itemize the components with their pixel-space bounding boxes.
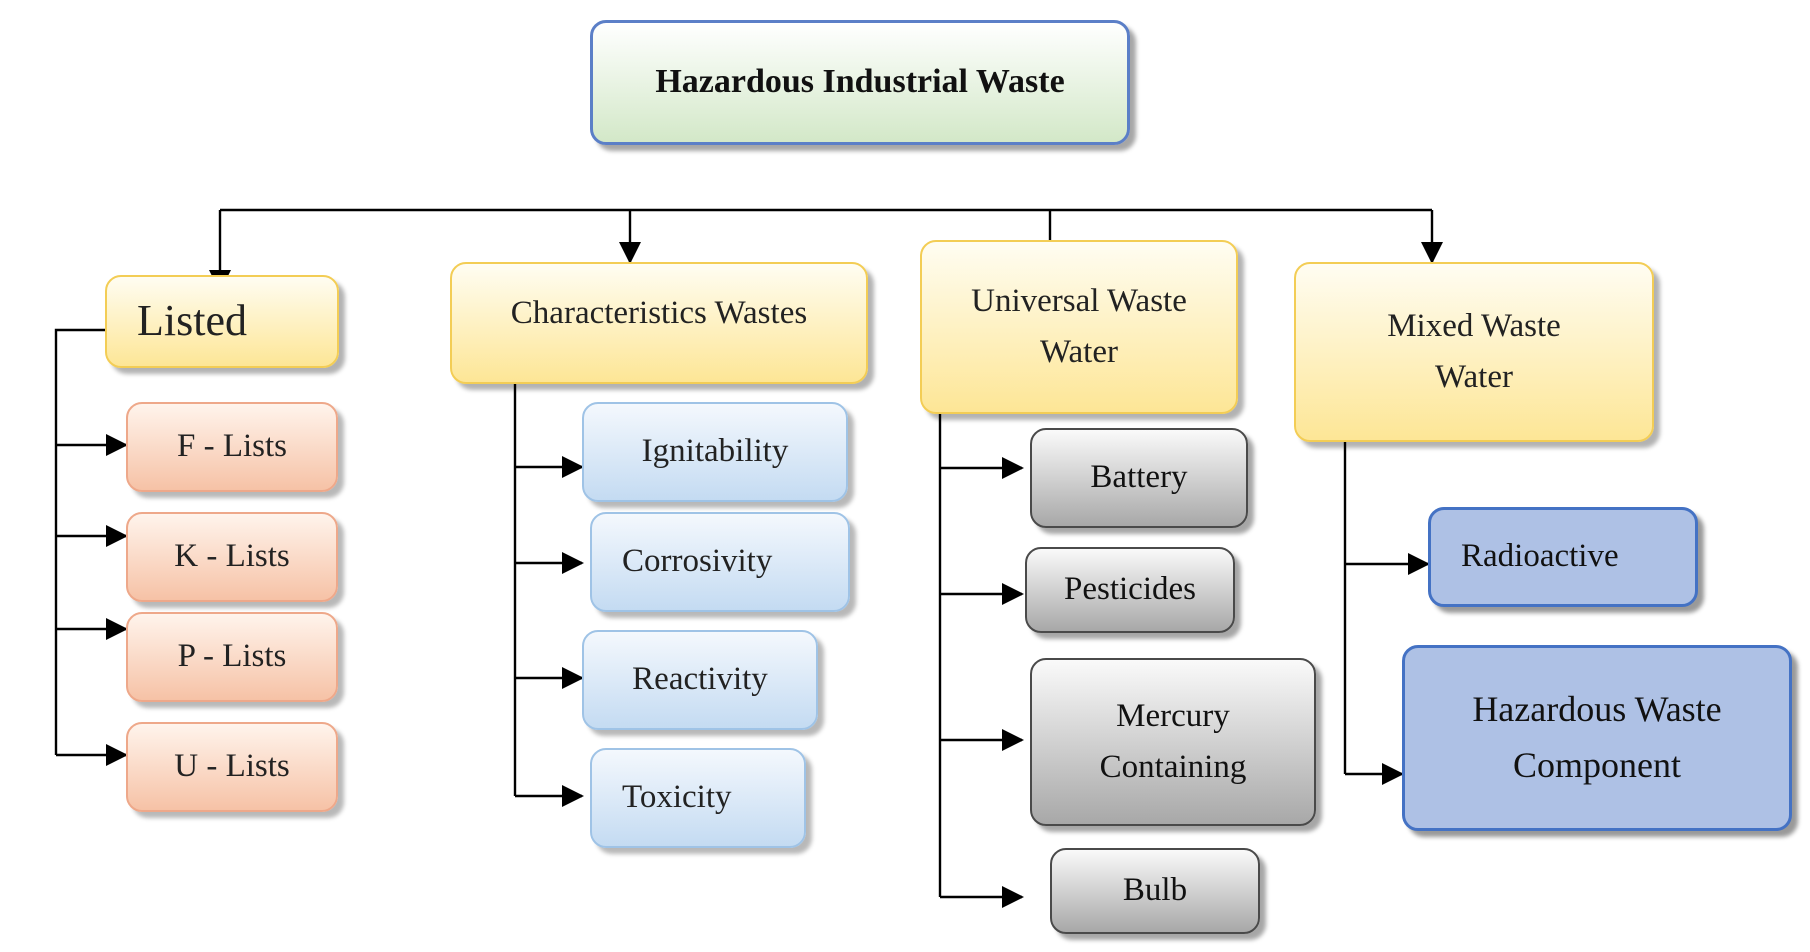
node-battery-label: Battery xyxy=(1090,459,1188,496)
node-mercury-line2: Containing xyxy=(1099,749,1247,785)
node-toxicity: Toxicity xyxy=(590,748,806,848)
node-u-lists-label: U - Lists xyxy=(174,748,290,785)
node-pesticides-label: Pesticides xyxy=(1064,571,1196,608)
node-toxicity-label: Toxicity xyxy=(622,779,732,816)
category-universal-line1: Universal Waste xyxy=(971,282,1187,319)
node-u-lists: U - Lists xyxy=(126,722,338,812)
node-p-lists: P - Lists xyxy=(126,612,338,702)
node-ignitability-label: Ignitability xyxy=(641,433,789,470)
node-hwc-label: Hazardous Waste Component xyxy=(1472,682,1721,794)
category-listed-label: Listed xyxy=(137,296,247,346)
node-f-lists: F - Lists xyxy=(126,402,338,492)
root-node: Hazardous Industrial Waste xyxy=(590,20,1130,145)
node-reactivity-label: Reactivity xyxy=(632,661,768,698)
category-characteristics-label: Characteristics Wastes xyxy=(510,295,808,331)
node-corrosivity-label: Corrosivity xyxy=(622,543,773,580)
category-mixed: Mixed Waste Water xyxy=(1294,262,1654,442)
root-label: Hazardous Industrial Waste xyxy=(655,63,1065,101)
node-hazardous-waste-component: Hazardous Waste Component xyxy=(1402,645,1792,831)
category-universal-label: Universal Waste Water xyxy=(971,276,1187,378)
category-universal: Universal Waste Water xyxy=(920,240,1238,414)
category-characteristics: Characteristics Wastes xyxy=(450,262,868,384)
category-mixed-line1: Mixed Waste xyxy=(1387,307,1561,344)
node-mercury-containing-label: Mercury Containing xyxy=(1100,691,1247,793)
node-radioactive-label: Radioactive xyxy=(1461,538,1619,575)
category-mixed-line2: Water xyxy=(1435,359,1513,395)
node-reactivity: Reactivity xyxy=(582,630,818,730)
category-universal-line2: Water xyxy=(1040,334,1118,370)
node-k-lists: K - Lists xyxy=(126,512,338,602)
node-battery: Battery xyxy=(1030,428,1248,528)
node-corrosivity: Corrosivity xyxy=(590,512,850,612)
category-listed: Listed xyxy=(105,275,339,368)
node-p-lists-label: P - Lists xyxy=(177,638,287,675)
node-f-lists-label: F - Lists xyxy=(176,428,288,465)
node-hwc-line2: Component xyxy=(1512,745,1681,785)
category-mixed-label: Mixed Waste Water xyxy=(1387,301,1561,403)
node-mercury-line1: Mercury xyxy=(1116,697,1230,734)
node-ignitability: Ignitability xyxy=(582,402,848,502)
node-pesticides: Pesticides xyxy=(1025,547,1235,633)
listed-spine xyxy=(54,328,108,755)
node-k-lists-label: K - Lists xyxy=(174,538,290,575)
node-mercury-containing: Mercury Containing xyxy=(1030,658,1316,826)
node-radioactive: Radioactive xyxy=(1428,507,1698,607)
node-bulb-label: Bulb xyxy=(1122,872,1188,909)
node-bulb: Bulb xyxy=(1050,848,1260,934)
node-hwc-line1: Hazardous Waste xyxy=(1472,689,1722,730)
